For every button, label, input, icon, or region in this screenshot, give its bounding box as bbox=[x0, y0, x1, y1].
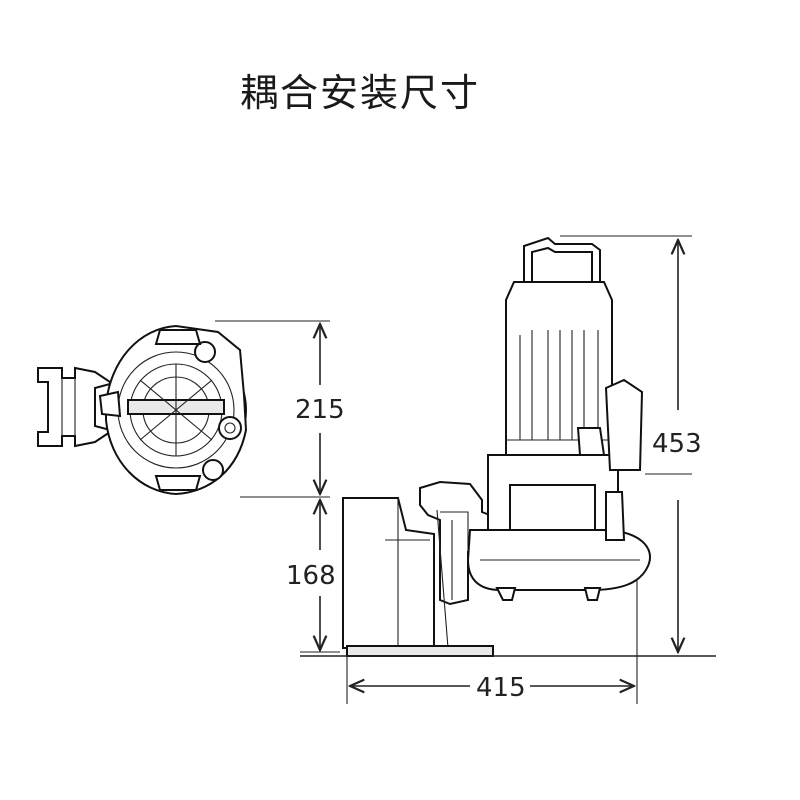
pump-side-view bbox=[342, 236, 651, 657]
dimension-168: 168 bbox=[286, 500, 336, 650]
dimension-453: 453 bbox=[560, 235, 702, 652]
dimension-215: 215 bbox=[215, 320, 345, 498]
dimension-label-415: 415 bbox=[476, 673, 526, 703]
pump-top-view bbox=[37, 324, 248, 496]
dimension-415: 415 bbox=[346, 580, 638, 704]
dimension-label-168: 168 bbox=[286, 561, 336, 591]
dimension-label-453: 453 bbox=[652, 429, 702, 459]
dimension-label-215: 215 bbox=[295, 395, 345, 425]
page-title: 耦合安装尺寸 bbox=[239, 71, 480, 115]
